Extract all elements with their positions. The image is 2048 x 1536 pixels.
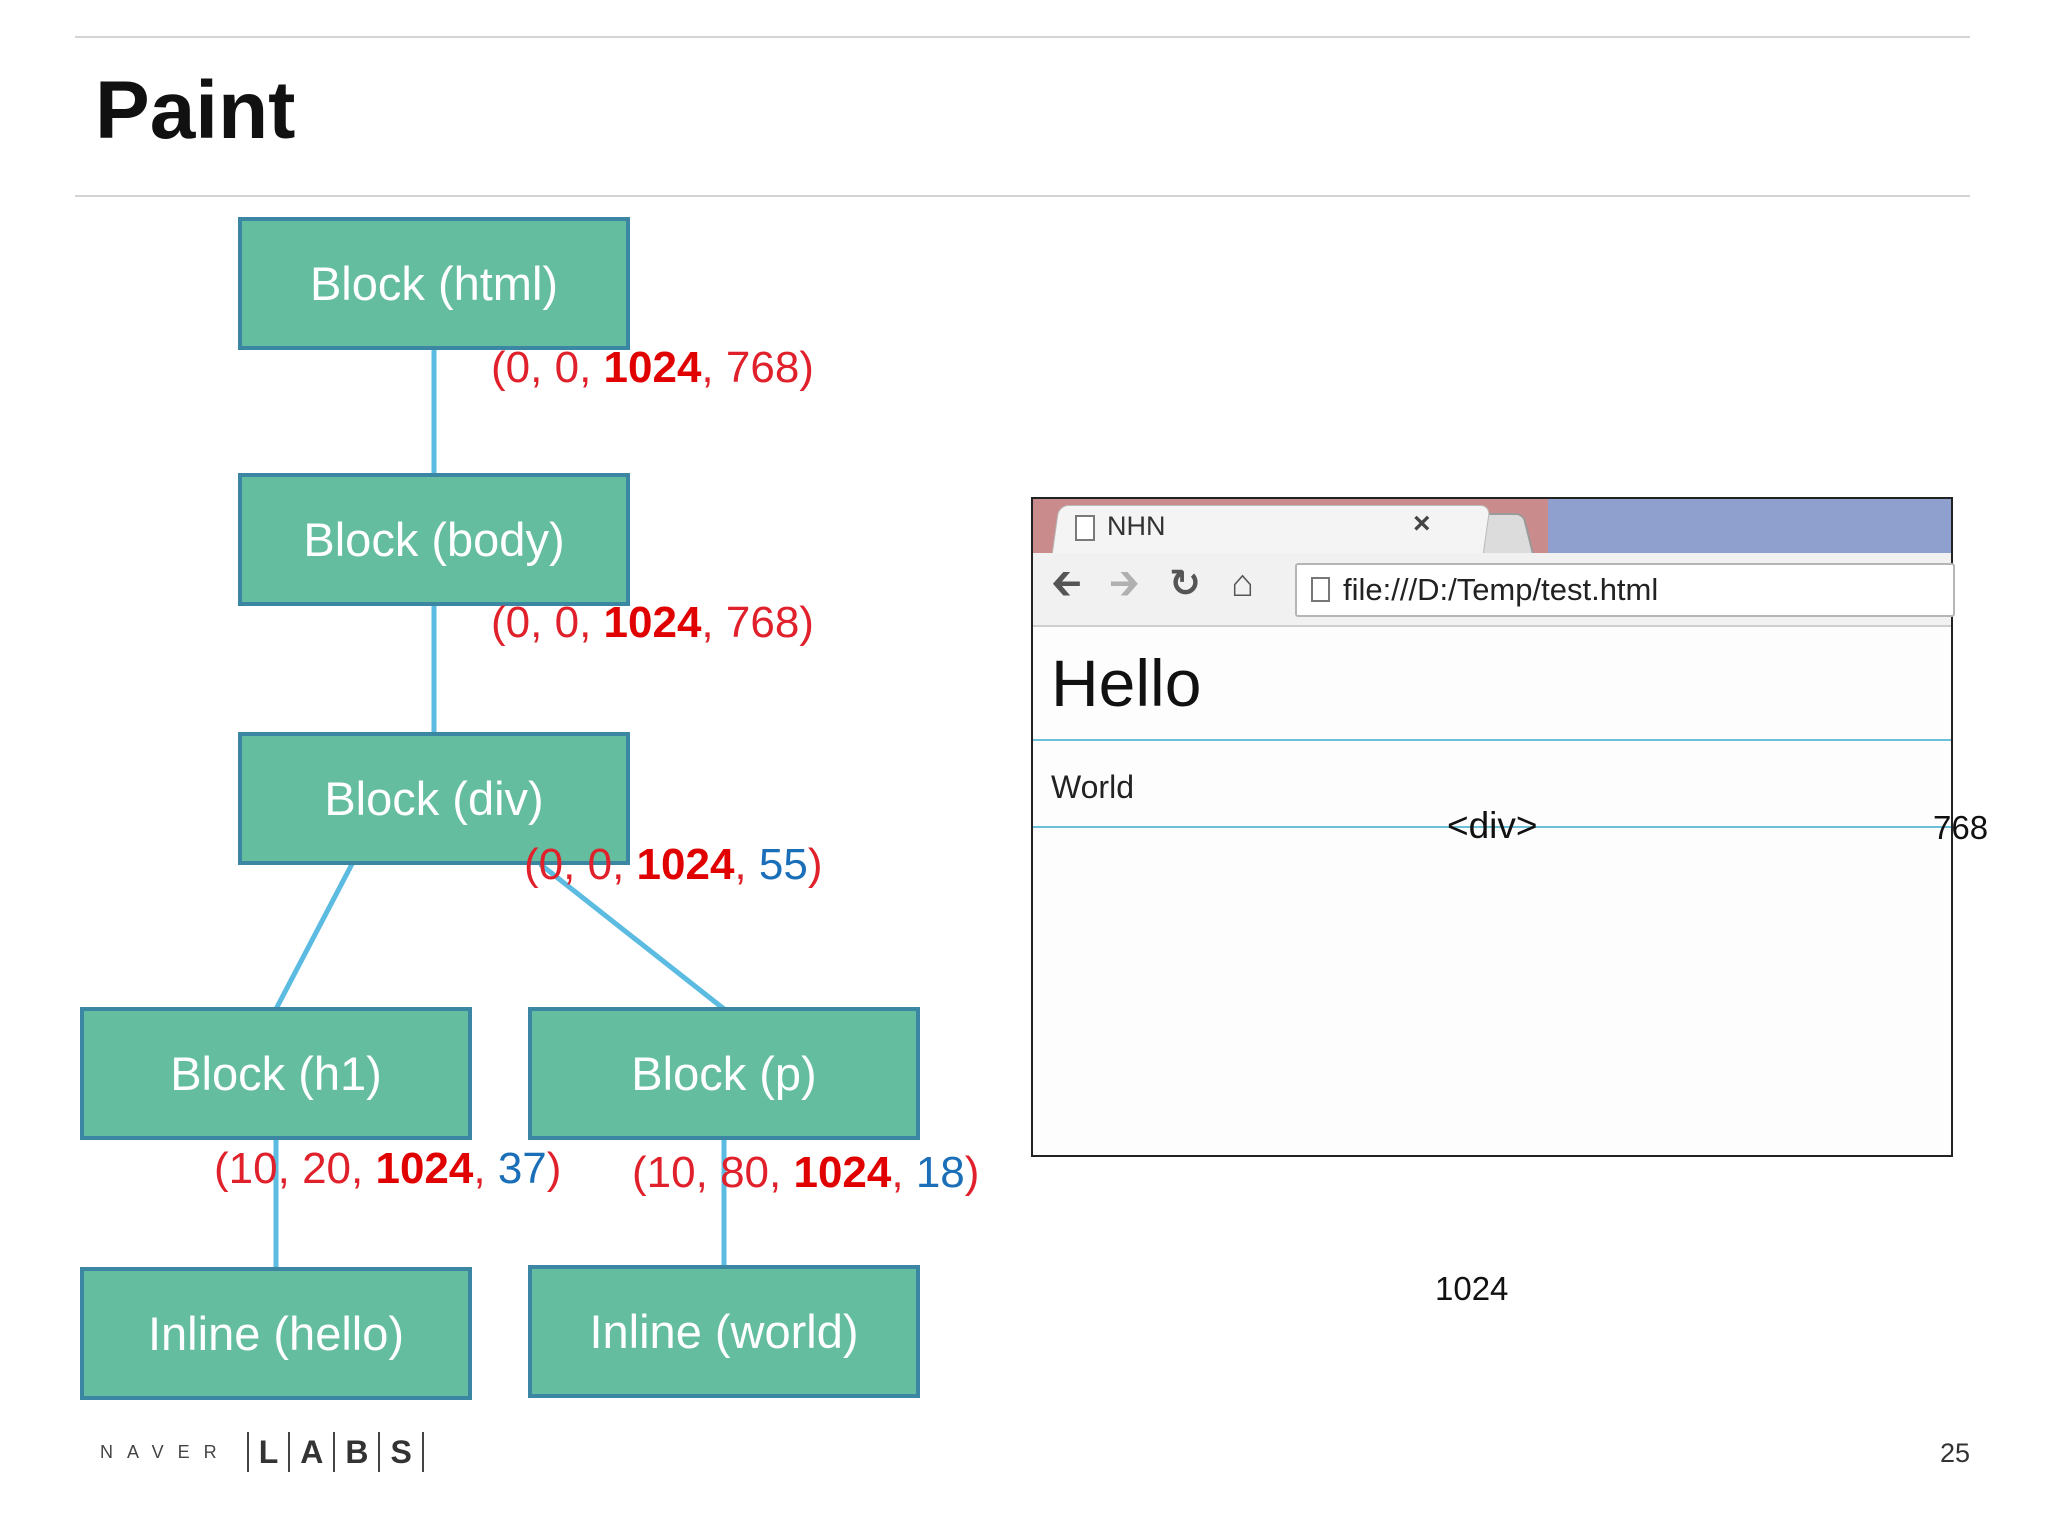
- back-arrow-icon[interactable]: 🡰: [1051, 563, 1082, 605]
- tab-title: NHN: [1107, 511, 1166, 541]
- top-rule: [75, 36, 1970, 38]
- node-inline-world: Inline (world): [528, 1265, 920, 1398]
- node-block-html: Block (html): [238, 217, 630, 350]
- node-inline-hello: Inline (hello): [80, 1267, 472, 1400]
- width-annotation: 1024: [1435, 1270, 1509, 1307]
- node-block-body: Block (body): [238, 473, 630, 606]
- naver-labs-logo: NAVER L A B S: [100, 1432, 434, 1472]
- div-top-guide: [1033, 739, 1951, 741]
- tab-close-icon[interactable]: ×: [1413, 507, 1431, 540]
- node-block-div: Block (div): [238, 732, 630, 865]
- page-icon: [1311, 577, 1330, 602]
- coord-body: (0, 0, 1024, 768): [491, 598, 814, 647]
- reload-icon[interactable]: ↻: [1169, 563, 1201, 605]
- coord-h1: (10, 20, 1024, 37): [214, 1144, 562, 1193]
- node-block-h1: Block (h1): [80, 1007, 472, 1140]
- height-annotation: 768: [1933, 809, 1989, 846]
- edge-div-p: [538, 862, 726, 1011]
- page-heading-hello: Hello: [1051, 646, 1202, 720]
- title-rule: [75, 195, 1970, 197]
- page-number: 25: [1940, 1438, 1971, 1468]
- home-icon[interactable]: ⌂: [1231, 563, 1254, 605]
- coord-div: (0, 0, 1024, 55): [524, 840, 823, 889]
- node-block-p: Block (p): [528, 1007, 920, 1140]
- div-annotation: <div>: [1447, 805, 1538, 846]
- page-content: Hello World <div> 768 1024: [1033, 625, 1988, 1307]
- coord-html: (0, 0, 1024, 768): [491, 343, 814, 392]
- div-bottom-guide: [1033, 826, 1951, 828]
- browser-window: NHN × 🡰 🡲 ↻ ⌂ file:///D:/Temp/test.html …: [1031, 497, 1988, 1307]
- slide-title: Paint: [95, 65, 296, 156]
- document-icon: [1075, 515, 1095, 541]
- coord-p: (10, 80, 1024, 18): [632, 1148, 980, 1197]
- edge-div-h1: [273, 862, 355, 1011]
- browser-toolbar: 🡰 🡲 ↻ ⌂ file:///D:/Temp/test.html: [1033, 553, 1955, 627]
- forward-arrow-icon[interactable]: 🡲: [1109, 563, 1140, 605]
- page-paragraph-world: World: [1051, 769, 1134, 805]
- address-bar[interactable]: file:///D:/Temp/test.html: [1295, 563, 1955, 617]
- address-text[interactable]: file:///D:/Temp/test.html: [1343, 572, 1659, 607]
- tab-strip: NHN ×: [1033, 499, 1951, 553]
